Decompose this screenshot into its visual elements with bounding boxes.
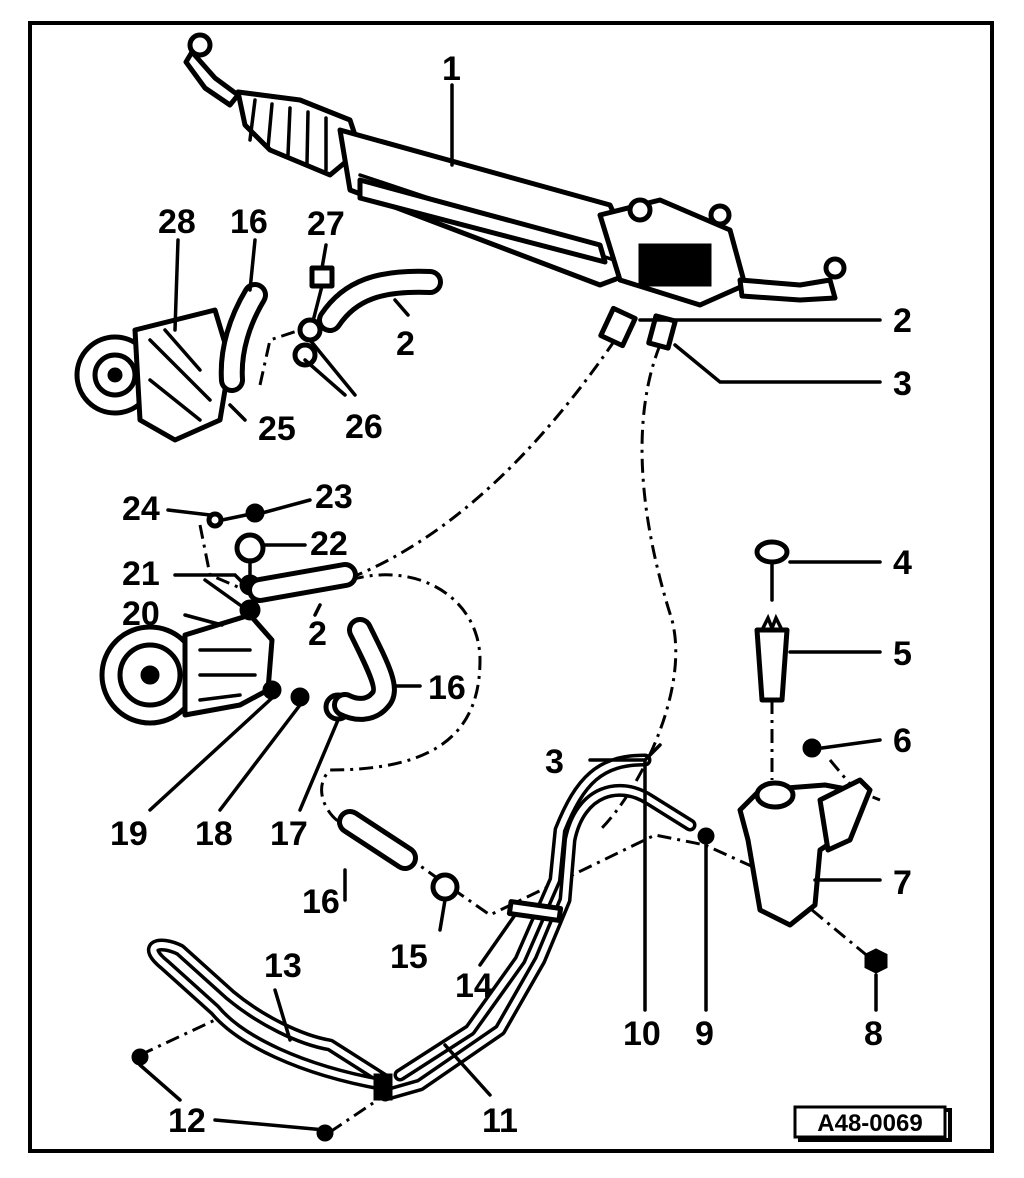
nut-8 (864, 948, 888, 974)
callout-labels: 1 2 2 2 3 3 4 5 6 7 8 9 10 11 12 13 14 1… (110, 50, 912, 1140)
callout-21: 21 (122, 555, 160, 593)
callout-14: 14 (455, 967, 493, 1005)
leader-lines (138, 83, 882, 1132)
callout-22: 22 (310, 525, 348, 563)
callout-15: 15 (390, 938, 428, 976)
callout-16: 16 (230, 203, 268, 241)
callout-7: 7 (893, 864, 912, 902)
return-pipes (131, 753, 697, 1142)
power-steering-pump-upper (74, 265, 443, 443)
clamp-15 (430, 872, 460, 902)
callout-11: 11 (482, 1102, 518, 1140)
callout-23: 23 (315, 478, 353, 516)
callout-2: 2 (396, 325, 415, 363)
callout-2: 2 (893, 302, 912, 340)
power-steering-pump-lower (99, 503, 397, 726)
callout-8: 8 (864, 1015, 883, 1053)
callout-16: 16 (428, 669, 466, 707)
callout-16: 16 (302, 883, 340, 921)
callout-20: 20 (122, 595, 160, 633)
callout-9: 9 (695, 1015, 714, 1053)
callout-3: 3 (893, 365, 912, 403)
callout-5: 5 (893, 635, 912, 673)
diagram-frame (28, 21, 994, 1153)
callout-3: 3 (545, 743, 564, 781)
callout-28: 28 (158, 203, 196, 241)
figure-code: A48-0069 (817, 1110, 922, 1137)
callout-27: 27 (307, 205, 345, 243)
callout-13: 13 (264, 947, 302, 985)
callout-26: 26 (345, 408, 383, 446)
fluid-reservoir (697, 539, 888, 974)
callout-18: 18 (195, 815, 233, 853)
hose-16-straight (337, 809, 418, 871)
callout-25: 25 (258, 410, 296, 448)
steering-rack (183, 32, 847, 351)
callout-12: 12 (168, 1102, 206, 1140)
figure-code-box: A48-0069 (793, 1105, 952, 1142)
callout-17: 17 (270, 815, 308, 853)
callout-24: 24 (122, 490, 160, 528)
callout-10: 10 (623, 1015, 661, 1053)
callout-19: 19 (110, 815, 148, 853)
callout-6: 6 (893, 722, 912, 760)
callout-2: 2 (308, 615, 327, 653)
callout-1: 1 (442, 50, 461, 88)
callout-4: 4 (893, 544, 912, 582)
